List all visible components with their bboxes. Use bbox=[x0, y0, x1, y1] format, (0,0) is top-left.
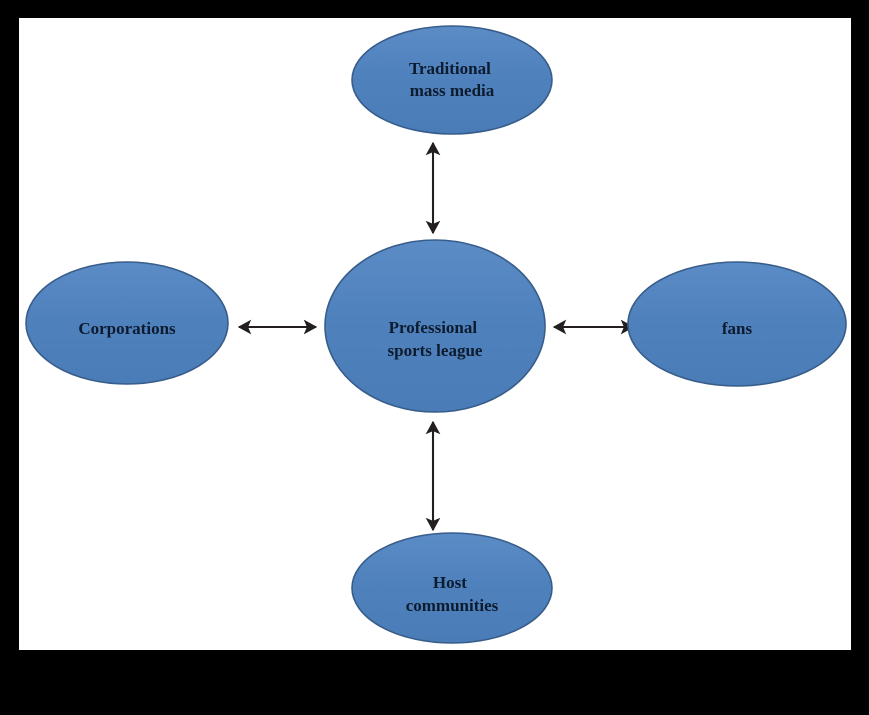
node-host-communities[interactable]: Host communities bbox=[351, 532, 553, 644]
node-host-communities-shape[interactable] bbox=[351, 532, 553, 644]
node-host-communities-label: Host communities bbox=[406, 573, 499, 615]
node-professional-sports-league-shape[interactable] bbox=[324, 239, 546, 413]
diagram-canvas: Traditional mass media Corporations Prof… bbox=[19, 18, 851, 650]
node-fans[interactable]: fans bbox=[627, 261, 847, 387]
node-professional-sports-league-label: Professional sports league bbox=[388, 318, 483, 360]
node-fans-shape[interactable] bbox=[627, 261, 847, 387]
node-professional-sports-league[interactable]: Professional sports league bbox=[324, 239, 546, 413]
node-corporations-label: Corporations bbox=[78, 319, 176, 338]
node-traditional-mass-media-shape[interactable] bbox=[351, 25, 553, 135]
node-corporations-shape[interactable] bbox=[25, 261, 229, 385]
relationship-diagram: Traditional mass media Corporations Prof… bbox=[25, 25, 847, 644]
node-fans-label: fans bbox=[722, 319, 753, 338]
connector-group bbox=[237, 141, 635, 532]
node-corporations[interactable]: Corporations bbox=[25, 261, 229, 385]
node-traditional-mass-media[interactable]: Traditional mass media bbox=[351, 25, 553, 135]
node-traditional-mass-media-label: Traditional mass media bbox=[409, 59, 495, 100]
